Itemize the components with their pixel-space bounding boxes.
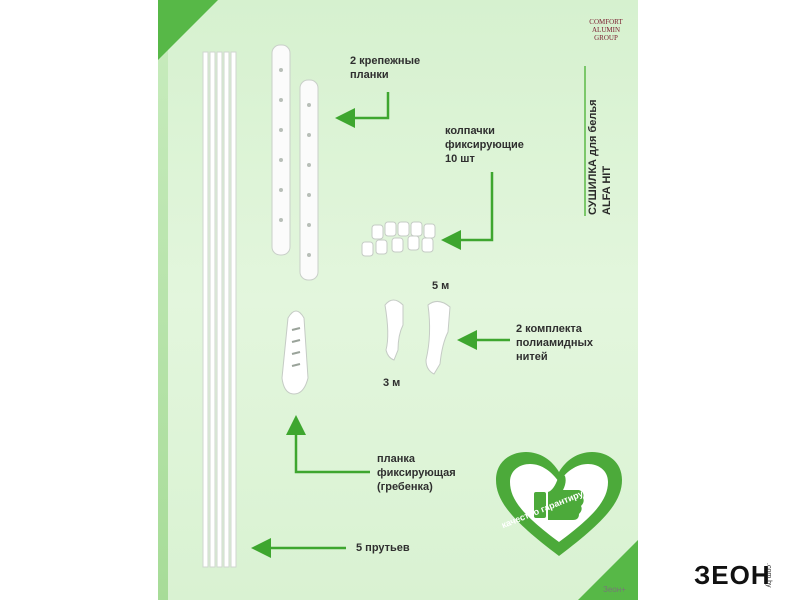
corner-decoration-top (158, 0, 218, 60)
product-title: СУШИЛКА для белья ALFA HIT (587, 99, 613, 215)
rod (230, 51, 237, 568)
quality-heart-badge (496, 452, 622, 556)
mounting-brackets (271, 44, 319, 281)
label-comb: планка фиксирующая (гребенка) (377, 453, 456, 493)
label-rods: 5 прутьев (356, 542, 410, 554)
bracket (299, 79, 319, 281)
bracket (271, 44, 291, 256)
zeon-logo: ЗЕОН (694, 560, 771, 590)
zeon-domain: .com.by (765, 563, 772, 588)
fixing-comb (281, 310, 309, 395)
label-threads: 2 комплекта полиамидных нитей (516, 323, 593, 363)
fixing-caps (361, 221, 436, 257)
thumbs-up-icon (534, 474, 584, 520)
label-caps: колпачки фиксирующие 10 шт (445, 125, 524, 165)
rod (216, 51, 223, 568)
rod (209, 51, 216, 568)
label-length-3m: 3 м (383, 377, 401, 389)
rods (202, 51, 237, 568)
corner-decoration-bottom (578, 540, 638, 600)
title-divider (584, 66, 586, 216)
label-brackets: 2 крепежные планки (350, 55, 421, 81)
rod (223, 51, 230, 568)
label-length-5m: 5 м (432, 280, 450, 292)
rod (202, 51, 209, 568)
comfort-alumin-logo: COMFORT ALUMIN GROUP (589, 18, 623, 42)
polyamide-threads (384, 299, 451, 375)
watermark: Зеон+ (603, 585, 626, 594)
pointer-arrows (251, 92, 510, 558)
panel-edge (158, 0, 168, 600)
